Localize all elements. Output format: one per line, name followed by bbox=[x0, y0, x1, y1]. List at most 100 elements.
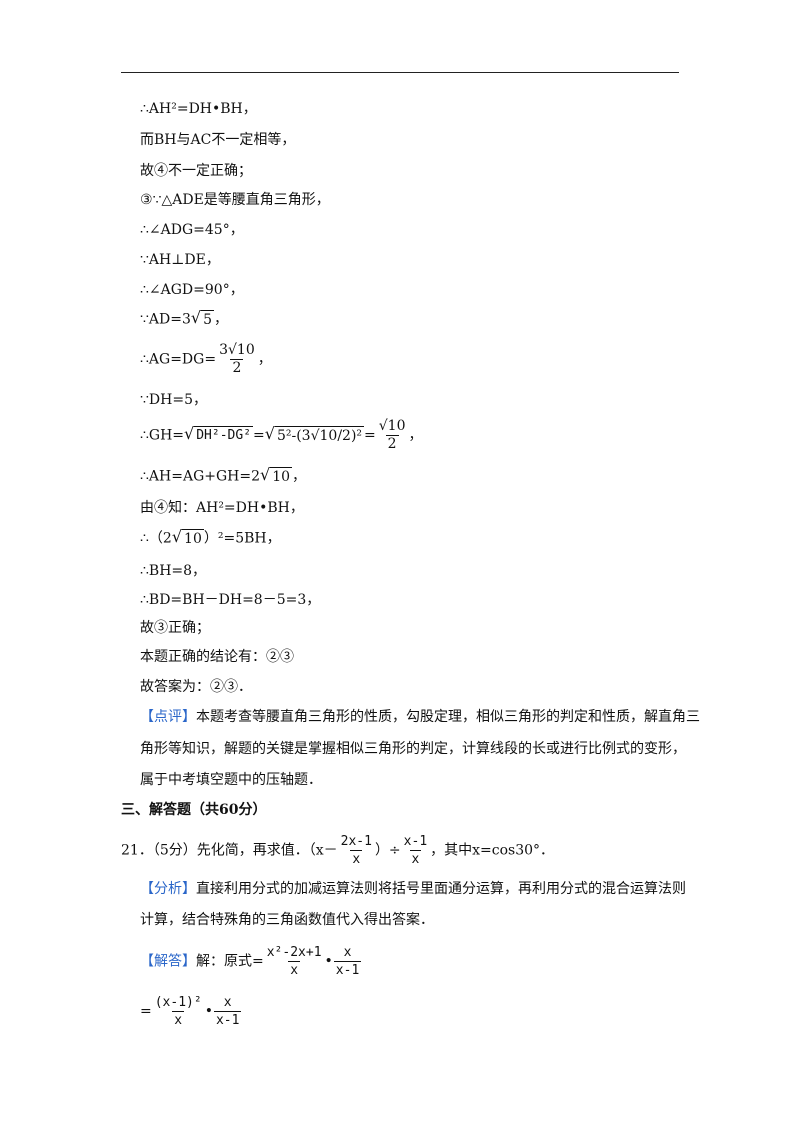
header-rule bbox=[121, 72, 679, 73]
numerator: 3√10 bbox=[219, 342, 255, 358]
text: ∵△ADE是等腰直角三角形， bbox=[152, 192, 330, 208]
line-12: ∴AH=AG+GH=2√10， bbox=[140, 467, 306, 486]
denominator: x bbox=[288, 961, 301, 978]
text: ． bbox=[238, 679, 252, 695]
text: 故 bbox=[140, 163, 154, 179]
text: ∴AH=AG+GH=2 bbox=[140, 468, 261, 485]
denominator: x-1 bbox=[213, 1011, 242, 1028]
comment-line-3: 属于中考填空题中的压轴题． bbox=[140, 772, 322, 788]
text: 故答案为： bbox=[140, 679, 210, 695]
denominator: x bbox=[350, 850, 363, 867]
line-15: ∴BH=8， bbox=[140, 563, 207, 579]
circled-number: ③ bbox=[280, 649, 294, 665]
text: 正确； bbox=[168, 620, 210, 636]
text: 由 bbox=[140, 500, 154, 516]
radical: √DH²-DG² bbox=[184, 424, 254, 443]
text: 直接利用分式的加减运算法则将括号里面通分运算，再利用分式的混合运算法则 bbox=[196, 881, 686, 897]
radical: √5 bbox=[190, 308, 215, 328]
line-18: 本题正确的结论有：②③ bbox=[140, 648, 294, 666]
text: ， bbox=[292, 468, 307, 485]
radical: √10 bbox=[260, 465, 293, 485]
circled-number: ③ bbox=[154, 620, 168, 636]
circled-number: ③ bbox=[140, 192, 153, 208]
denominator: x bbox=[409, 850, 422, 867]
text: 本题正确的结论有： bbox=[140, 649, 266, 665]
numerator: 2x-1 bbox=[340, 834, 372, 849]
text: • bbox=[204, 1003, 213, 1020]
comment-line-2: 角形等知识，解题的关键是掌握相似三角形的判定，计算线段的长或进行比例式的变形， bbox=[140, 741, 686, 757]
denominator: x-1 bbox=[333, 961, 362, 978]
line-4: ③∵△ADE是等腰直角三角形， bbox=[140, 191, 330, 209]
text: = bbox=[253, 427, 265, 444]
line-1: ∴AH²=DH•BH， bbox=[140, 101, 257, 117]
circled-number: ② bbox=[266, 649, 280, 665]
line-5: ∴∠ADG=45°， bbox=[140, 222, 244, 238]
text: 不一定正确； bbox=[168, 163, 252, 179]
numerator: (x-1)² bbox=[154, 995, 202, 1010]
text: = bbox=[140, 1003, 152, 1020]
text: 本题考查等腰直角三角形的性质，勾股定理，相似三角形的判定和性质，解直角三 bbox=[196, 709, 700, 725]
line-6: ∵AH⊥DE， bbox=[140, 252, 220, 268]
radicand: DH²-DG² bbox=[194, 426, 254, 443]
line-3: 故④不一定正确； bbox=[140, 162, 252, 180]
text: 故 bbox=[140, 620, 154, 636]
radicand: 10 bbox=[182, 529, 204, 547]
text: ）²=5BH， bbox=[203, 530, 281, 547]
text: ∴GH= bbox=[140, 427, 185, 444]
analysis-line-1: 【分析】直接利用分式的加减运算法则将括号里面通分运算，再利用分式的混合运算法则 bbox=[140, 880, 686, 898]
text: ，其中x=cos30°． bbox=[430, 842, 555, 859]
text: 21．（5分）先化简，再求值．（x－ bbox=[121, 842, 338, 859]
circled-number: ③ bbox=[224, 679, 238, 695]
radicand: 5²-(3√10/2)² bbox=[274, 426, 365, 444]
text: 知：AH²=DH•BH， bbox=[168, 500, 304, 516]
text: 解：原式= bbox=[196, 953, 264, 970]
section-title: 三、解答题（共60分） bbox=[121, 802, 267, 818]
text: ∵AD=3 bbox=[140, 311, 191, 328]
text: ， bbox=[214, 311, 229, 328]
radical: √5²-(3√10/2)² bbox=[264, 424, 365, 444]
numerator: x bbox=[223, 995, 232, 1010]
text: ）÷ bbox=[374, 842, 401, 859]
text: ∴AG=DG= bbox=[140, 351, 217, 368]
numerator: x bbox=[343, 945, 352, 960]
answer-tag: 【解答】 bbox=[140, 953, 196, 970]
numerator: √10 bbox=[378, 418, 406, 434]
numerator: x²-2x+1 bbox=[266, 945, 322, 960]
line-17: 故③正确； bbox=[140, 619, 210, 637]
circled-number: ④ bbox=[154, 500, 168, 516]
radicand: 10 bbox=[270, 467, 293, 485]
circled-number: ② bbox=[210, 679, 224, 695]
text: ， bbox=[408, 427, 423, 444]
numerator: x-1 bbox=[403, 834, 428, 849]
analysis-tag: 【分析】 bbox=[140, 881, 196, 897]
line-13: 由④知：AH²=DH•BH， bbox=[140, 499, 304, 517]
line-16: ∴BD=BH－DH=8－5=3， bbox=[140, 592, 321, 608]
comment-tag: 【点评】 bbox=[140, 709, 196, 725]
line-14: ∴（2√10）²=5BH， bbox=[140, 529, 281, 548]
radicand: 5 bbox=[201, 310, 215, 328]
radical: √10 bbox=[171, 527, 204, 547]
text: ∴（2 bbox=[140, 530, 172, 547]
line-19: 故答案为：②③． bbox=[140, 678, 252, 696]
comment-line-1: 【点评】本题考查等腰直角三角形的性质，勾股定理，相似三角形的判定和性质，解直角三 bbox=[140, 708, 700, 726]
text: = bbox=[364, 427, 376, 444]
denominator: x bbox=[172, 1011, 185, 1028]
analysis-line-2: 计算，结合特殊角的三角函数值代入得出答案． bbox=[140, 912, 434, 928]
line-7: ∴∠AGD=90°， bbox=[140, 282, 244, 298]
line-8: ∵AD=3√5， bbox=[140, 310, 228, 329]
line-2: 而BH与AC不一定相等， bbox=[140, 132, 296, 148]
circled-number: ④ bbox=[154, 163, 168, 179]
text: • bbox=[324, 953, 333, 970]
line-10: ∵DH=5， bbox=[140, 392, 207, 408]
